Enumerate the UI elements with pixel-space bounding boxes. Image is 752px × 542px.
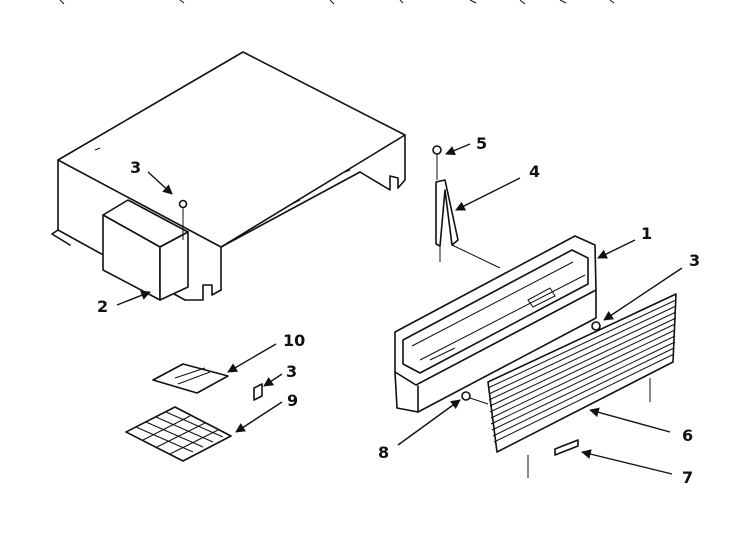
callout-5: 5 xyxy=(476,134,487,153)
callout-7: 7 xyxy=(682,468,693,487)
callout-9: 9 xyxy=(287,391,298,410)
screw-frame xyxy=(591,321,601,331)
screw-5 xyxy=(432,145,442,180)
callout-10: 10 xyxy=(283,331,305,350)
grille xyxy=(487,293,677,478)
top-edge-artifacts xyxy=(59,0,615,5)
clip-7 xyxy=(554,439,579,456)
callout-4: 4 xyxy=(529,162,540,181)
screw-8 xyxy=(461,391,489,405)
callout-labels: 3 5 4 1 3 2 10 3 9 6 7 8 xyxy=(97,134,700,487)
callout-2: 2 xyxy=(97,297,108,316)
leader-lines xyxy=(116,143,683,475)
callout-6: 6 xyxy=(682,426,693,445)
callout-3-right: 3 xyxy=(689,251,700,270)
callout-3-top: 3 xyxy=(130,158,141,177)
cabinet-housing xyxy=(51,51,406,301)
screw-top xyxy=(178,199,188,240)
callout-1: 1 xyxy=(641,224,652,243)
control-box xyxy=(102,199,189,301)
plate-10 xyxy=(152,363,229,394)
filter-9 xyxy=(125,406,232,462)
callout-3-lower: 3 xyxy=(286,362,297,381)
callout-8: 8 xyxy=(378,443,389,462)
frame xyxy=(394,235,597,413)
bracket xyxy=(435,179,501,269)
screw-small xyxy=(253,383,263,401)
